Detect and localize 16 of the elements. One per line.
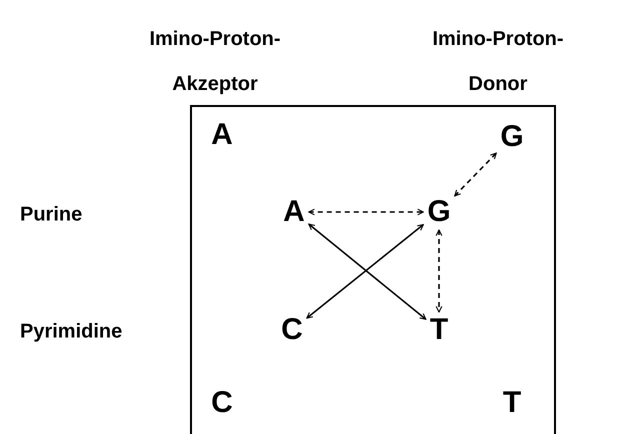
- base-letter: A: [282, 197, 306, 227]
- base-letter: T: [428, 315, 450, 345]
- column-header: Imino-Proton- Donor: [431, 27, 565, 97]
- base-letter: G: [426, 197, 452, 227]
- frame-box: [190, 105, 556, 434]
- corner-letter: A: [210, 120, 234, 150]
- row-label: Purine: [20, 204, 82, 226]
- dashed-arrow: [454, 152, 497, 196]
- base-letter: G: [499, 122, 525, 152]
- dashed-arrow: [436, 229, 442, 313]
- column-header: Imino-Proton- Akzeptor: [148, 27, 282, 97]
- corner-letter: C: [210, 388, 234, 418]
- base-letter: C: [280, 315, 304, 345]
- row-label: Pyrimidine: [20, 320, 122, 344]
- corner-letter: T: [502, 388, 522, 418]
- dashed-arrow: [308, 208, 424, 216]
